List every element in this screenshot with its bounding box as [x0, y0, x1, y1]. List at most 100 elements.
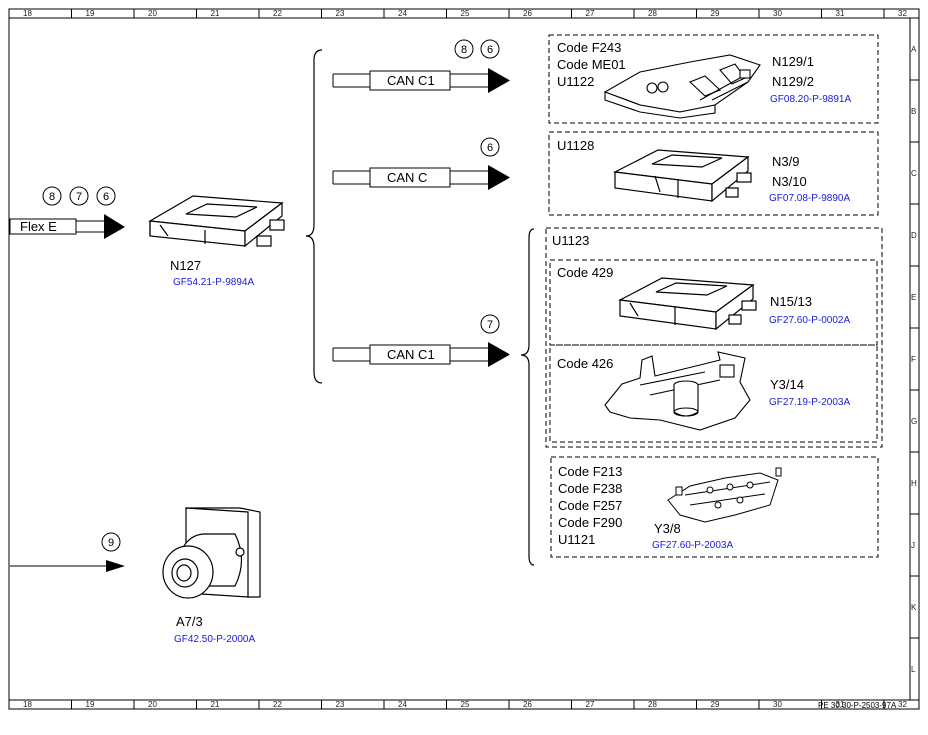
marker-number: 6: [487, 142, 493, 154]
code-label: U1121: [558, 532, 595, 547]
code-label: Code F243: [557, 40, 621, 55]
box-n3: [548, 131, 879, 216]
grid-row-label: G: [911, 417, 917, 426]
n129-1-code: N129/1: [772, 54, 814, 69]
code-label: Code F238: [558, 481, 622, 496]
grid-column-label: 25: [461, 9, 470, 18]
grid-column-label: 26: [523, 700, 532, 709]
marker-circle: [454, 39, 474, 59]
can-c-bus: CAN C: [332, 165, 510, 190]
n127-module-icon: [148, 195, 285, 248]
can-c1-label-2: CAN C1: [387, 347, 435, 362]
a7-3-unit-icon: [162, 507, 261, 599]
grid-column-label: 24: [398, 9, 407, 18]
can-c-label: CAN C: [387, 170, 427, 185]
grid-column-label: 30: [773, 9, 782, 18]
lower-connection: [10, 560, 125, 572]
grid-column-label: 21: [211, 700, 220, 709]
grid-column-label: 28: [648, 700, 657, 709]
grid-column-label: 19: [86, 9, 95, 18]
grid-column-label: 32: [898, 9, 907, 18]
grid-row-label: B: [911, 107, 916, 116]
code-label: U1128: [557, 138, 594, 153]
grid-column-label: 19: [86, 700, 95, 709]
box-y3-14: [549, 344, 878, 443]
y3-8-ref: GF27.60-P-2003A: [652, 540, 733, 551]
box-n15-13: [549, 259, 878, 346]
main-brace: [305, 49, 323, 384]
n15-13-code: N15/13: [770, 294, 812, 309]
code-label: Code F257: [558, 498, 622, 513]
grid-column-label: 23: [336, 700, 345, 709]
grid-column-label: 32: [898, 700, 907, 709]
n3-9-code: N3/9: [772, 154, 799, 169]
grid-column-label: 20: [148, 700, 157, 709]
code-426: Code 426: [557, 356, 613, 371]
marker-number: 9: [108, 537, 114, 549]
n15-13-ref: GF27.60-P-0002A: [769, 315, 850, 326]
grid-column-label: 24: [398, 700, 407, 709]
n127-code: N127: [170, 258, 201, 273]
n3-module-icon: [612, 149, 752, 203]
marker-circle: [480, 137, 500, 157]
document-code: PE 30.30-P-2503-97A: [818, 701, 897, 710]
can-c1-label-1: CAN C1: [387, 73, 435, 88]
grid-column-label: 28: [648, 9, 657, 18]
grid-row-label: K: [911, 603, 917, 612]
code-label: Code F290: [558, 515, 622, 530]
box-n3-ref: GF07.08-P-9890A: [769, 193, 850, 204]
grid-column-label: 22: [273, 700, 282, 709]
grid-column-label: 27: [586, 9, 595, 18]
can-c1-bus-2: CAN C1: [332, 342, 510, 367]
secondary-brace: [520, 228, 535, 566]
box-n3-codes: U1128: [557, 138, 594, 153]
y3-8-valve-plate-icon: [667, 467, 782, 523]
can-c1-bus-1: CAN C1: [332, 68, 510, 93]
can-c1-markers-2: 7: [480, 314, 500, 334]
y3-14-valve-body-icon: [604, 351, 751, 431]
n129-actuator-icon: [603, 54, 761, 119]
marker-circle: [42, 186, 62, 206]
grid-column-label: 20: [148, 9, 157, 18]
grid-column-label: 26: [523, 9, 532, 18]
marker-number: 6: [487, 44, 493, 56]
grid-row-label: H: [911, 479, 917, 488]
marker-number: 7: [76, 191, 82, 203]
code-label: Code F213: [558, 464, 622, 479]
n129-2-code: N129/2: [772, 74, 814, 89]
grid-row-label: A: [911, 45, 917, 54]
grid-row-label: J: [911, 541, 915, 550]
grid-column-label: 31: [836, 700, 845, 709]
a7-3-ref: GF42.50-P-2000A: [174, 634, 255, 645]
grid-column-label: 18: [23, 700, 32, 709]
box-n129: [548, 34, 879, 124]
grid-column-label: 23: [336, 9, 345, 18]
flex-e-label: Flex E: [20, 219, 57, 234]
marker-number: 7: [487, 319, 493, 331]
grid-row-label: D: [911, 231, 917, 240]
code-label: U1122: [557, 74, 594, 89]
lower-marker: 9: [101, 532, 121, 552]
grid-column-label: 31: [836, 9, 845, 18]
grid-column-label: 22: [273, 9, 282, 18]
y3-8-code: Y3/8: [654, 521, 681, 536]
marker-circle: [96, 186, 116, 206]
grid-row-label: C: [911, 169, 917, 178]
grid-column-label: 21: [211, 9, 220, 18]
a7-3-code: A7/3: [176, 614, 203, 629]
flex-e-connection: Flex E: [9, 214, 125, 239]
y3-14-code: Y3/14: [770, 377, 804, 392]
code-label: Code ME01: [557, 57, 626, 72]
code-429: Code 429: [557, 265, 613, 280]
box-n129-ref: GF08.20-P-9891A: [770, 94, 851, 105]
n3-10-code: N3/10: [772, 174, 807, 189]
grid-row-label: E: [911, 293, 916, 302]
grid-column-label: 27: [586, 700, 595, 709]
can-c-markers: 6: [480, 137, 500, 157]
drawing-frame: [8, 8, 920, 710]
